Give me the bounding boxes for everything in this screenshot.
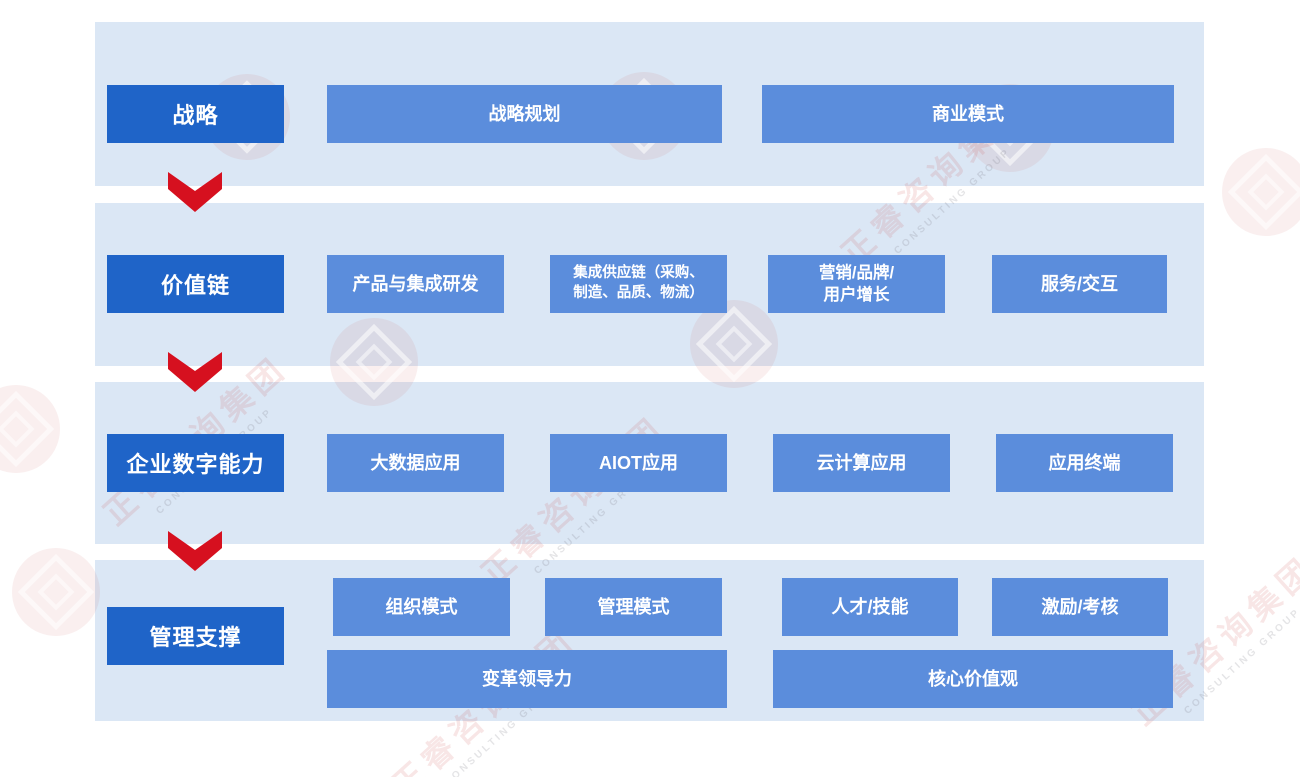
watermark-logo-icon <box>1222 148 1300 236</box>
item-integrated-supply-chain: 集成供应链（采购、 制造、品质、物流） <box>550 255 727 313</box>
item-management-model: 管理模式 <box>545 578 722 636</box>
watermark-logo-icon <box>12 548 100 636</box>
item-core-values: 核心价值观 <box>773 650 1173 708</box>
item-incentive-assessment: 激励/考核 <box>992 578 1168 636</box>
item-strategic-planning: 战略规划 <box>327 85 722 143</box>
item-text-line: 制造、品质、物流） <box>573 285 704 301</box>
down-arrow-icon <box>168 531 222 571</box>
item-organization-model: 组织模式 <box>333 578 510 636</box>
item-marketing-brand-growth: 营销/品牌/ 用户增长 <box>768 255 945 313</box>
down-arrow-icon <box>168 352 222 392</box>
item-text-line: 集成供应链（采购、 <box>573 265 704 282</box>
item-big-data-application: 大数据应用 <box>327 434 504 492</box>
item-aiot-application: AIOT应用 <box>550 434 727 492</box>
item-text-line: 营销/品牌/ <box>818 263 895 282</box>
item-talent-skill: 人才/技能 <box>782 578 958 636</box>
item-text-line: 用户增长 <box>823 286 890 304</box>
item-cloud-computing-application: 云计算应用 <box>773 434 950 492</box>
item-business-model: 商业模式 <box>762 85 1174 143</box>
value-chain-label: 价值链 <box>107 255 284 313</box>
watermark-logo-icon <box>0 385 60 473</box>
down-arrow-icon <box>168 172 222 212</box>
item-change-leadership: 变革领导力 <box>327 650 727 708</box>
item-product-integrated-rd: 产品与集成研发 <box>327 255 504 313</box>
digital-capability-label: 企业数字能力 <box>107 434 284 492</box>
strategy-label: 战略 <box>107 85 284 143</box>
management-support-label: 管理支撑 <box>107 607 284 665</box>
item-application-terminal: 应用终端 <box>996 434 1173 492</box>
item-service-interaction: 服务/交互 <box>992 255 1167 313</box>
